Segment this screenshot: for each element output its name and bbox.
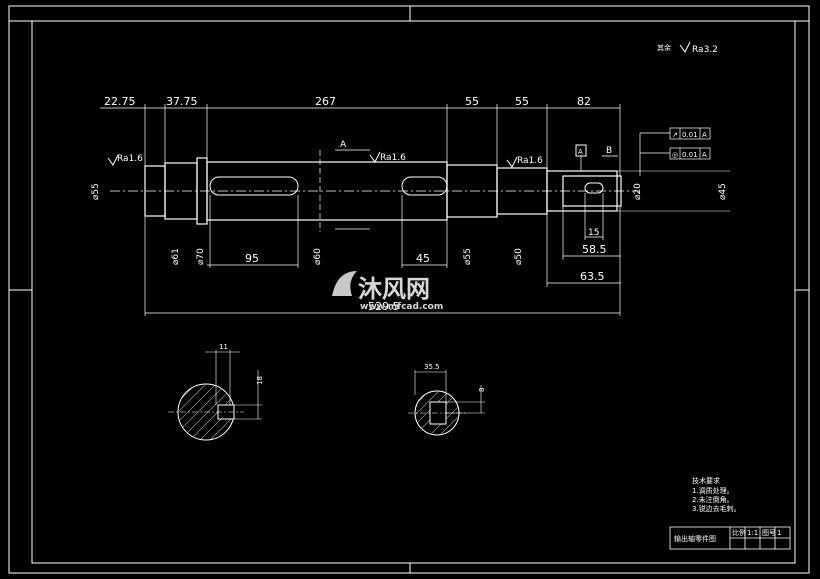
tol1-symbol: ↗ [672, 131, 678, 139]
finish-icon-right [506, 156, 518, 168]
section2-depth: 8 [478, 388, 486, 392]
watermark-brand: 沐风网 [358, 275, 430, 303]
dia-20: ⌀20 [633, 183, 643, 200]
keyway-right [401, 176, 448, 196]
title-block-c4: 1 [777, 529, 781, 537]
note-1: 1.调质处理。 [692, 486, 734, 495]
section-view-2 [408, 370, 485, 436]
top-dimension-lines [100, 104, 621, 176]
bottom-dimension-lines [144, 193, 621, 316]
watermark-url: www.mfcad.com [360, 302, 443, 312]
finish-center: Ra1.6 [380, 153, 406, 163]
general-finish-prefix: 其余 [657, 43, 671, 52]
keyway-end [584, 182, 604, 194]
dim-55a: 55 [465, 95, 479, 108]
tol1-datum: A [702, 131, 707, 139]
dim-529-5: 529.5 [368, 300, 400, 313]
dia-61: ⌀61 [171, 248, 181, 265]
watermark-logo-icon [332, 271, 357, 296]
dia-55-mid: ⌀55 [463, 248, 473, 265]
title-block [669, 526, 791, 550]
datum-a-label: A [578, 148, 583, 156]
title-block-name: 输出轴零件图 [674, 534, 716, 543]
dia-60: ⌀60 [313, 248, 323, 265]
dim-63-5: 63.5 [580, 270, 605, 283]
section1-depth: 18 [256, 376, 264, 385]
dia-50: ⌀50 [514, 248, 524, 265]
sheet-border [8, 5, 810, 574]
finish-icon-left [107, 154, 119, 166]
section2-width: 35.5 [424, 363, 440, 371]
tol2-datum: A [702, 151, 707, 159]
finish-icon-center [369, 151, 381, 163]
tol1-value: 0.01 [682, 131, 698, 139]
notes-title: 技术要求 [692, 476, 720, 485]
tolerance-frames [639, 127, 711, 176]
note-3: 3.锐边去毛刺。 [692, 504, 741, 513]
finish-icon [679, 41, 691, 53]
tol2-value: 0.01 [682, 151, 698, 159]
dim-22-75: 22.75 [104, 95, 136, 108]
general-finish: Ra3.2 [692, 45, 718, 55]
section-mark-a: A [340, 140, 347, 150]
keyway-left [209, 176, 299, 196]
dim-95: 95 [245, 252, 259, 265]
title-block-c3: 图号 [762, 529, 776, 537]
dia-45: ⌀45 [718, 183, 728, 200]
title-block-c1: 比例 [732, 528, 746, 537]
dia-70: ⌀70 [196, 248, 206, 265]
dim-37-75: 37.75 [166, 95, 198, 108]
dim-15: 15 [588, 228, 599, 238]
dim-55b: 55 [515, 95, 529, 108]
dia-55-left: ⌀55 [91, 183, 101, 200]
finish-right: Ra1.6 [517, 156, 543, 166]
section-mark-b: B [606, 146, 612, 156]
watermark: 沐风网 www.mfcad.com [332, 271, 443, 312]
note-2: 2.未注倒角。 [692, 495, 734, 504]
dim-82: 82 [577, 95, 591, 108]
dim-267: 267 [315, 95, 336, 108]
tol2-symbol: ◎ [672, 151, 678, 159]
dim-45: 45 [416, 252, 430, 265]
title-block-c2: 1:1 [747, 529, 758, 537]
section-view-1 [168, 350, 262, 441]
finish-left: Ra1.6 [117, 154, 143, 164]
section1-width: 11 [219, 343, 228, 351]
dim-58-5: 58.5 [582, 243, 607, 256]
